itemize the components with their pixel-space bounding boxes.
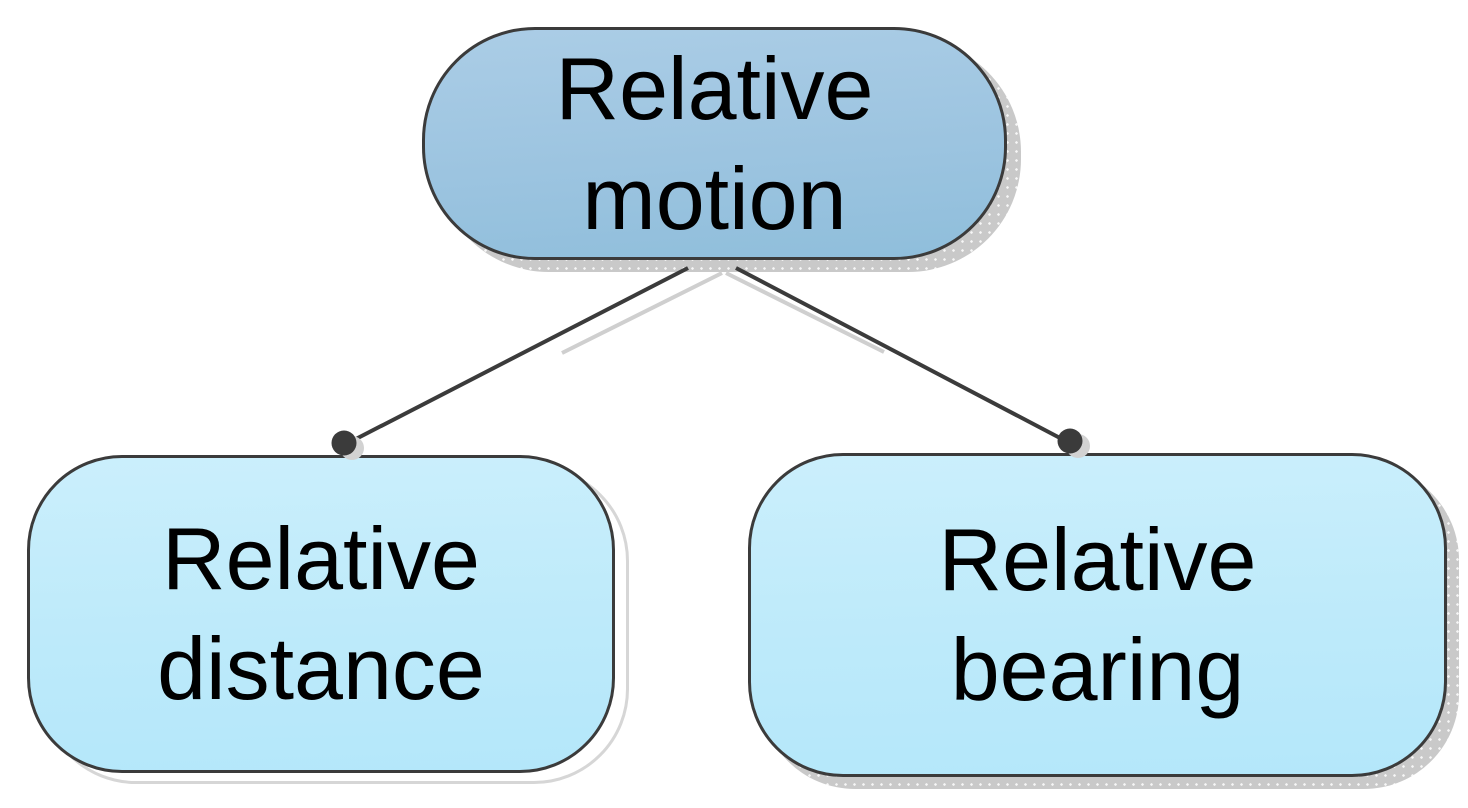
connector-motion-to-bearing [735, 266, 1061, 440]
node-label-line: Relative [938, 510, 1257, 609]
node-relative-bearing: Relative bearing [748, 453, 1459, 789]
node-label-line: Relative [555, 38, 874, 138]
node-label-line: motion [582, 148, 847, 248]
node-relative-bearing-box: Relative bearing [748, 453, 1447, 777]
connector-motion-to-distance [351, 266, 689, 443]
connector-left-shadow [561, 271, 723, 355]
node-relative-distance-box: Relative distance [27, 455, 615, 773]
endpoint-dot-bearing [1057, 428, 1083, 454]
node-label-line: distance [157, 619, 485, 718]
node-relative-motion-box: Relative motion [422, 27, 1007, 260]
connector-right-shadow [725, 271, 885, 354]
endpoint-dot-distance [331, 430, 357, 456]
node-relative-motion: Relative motion [422, 27, 1021, 272]
node-label-line: bearing [950, 620, 1245, 719]
node-label-line: Relative [162, 509, 480, 608]
node-relative-distance: Relative distance [27, 455, 629, 784]
